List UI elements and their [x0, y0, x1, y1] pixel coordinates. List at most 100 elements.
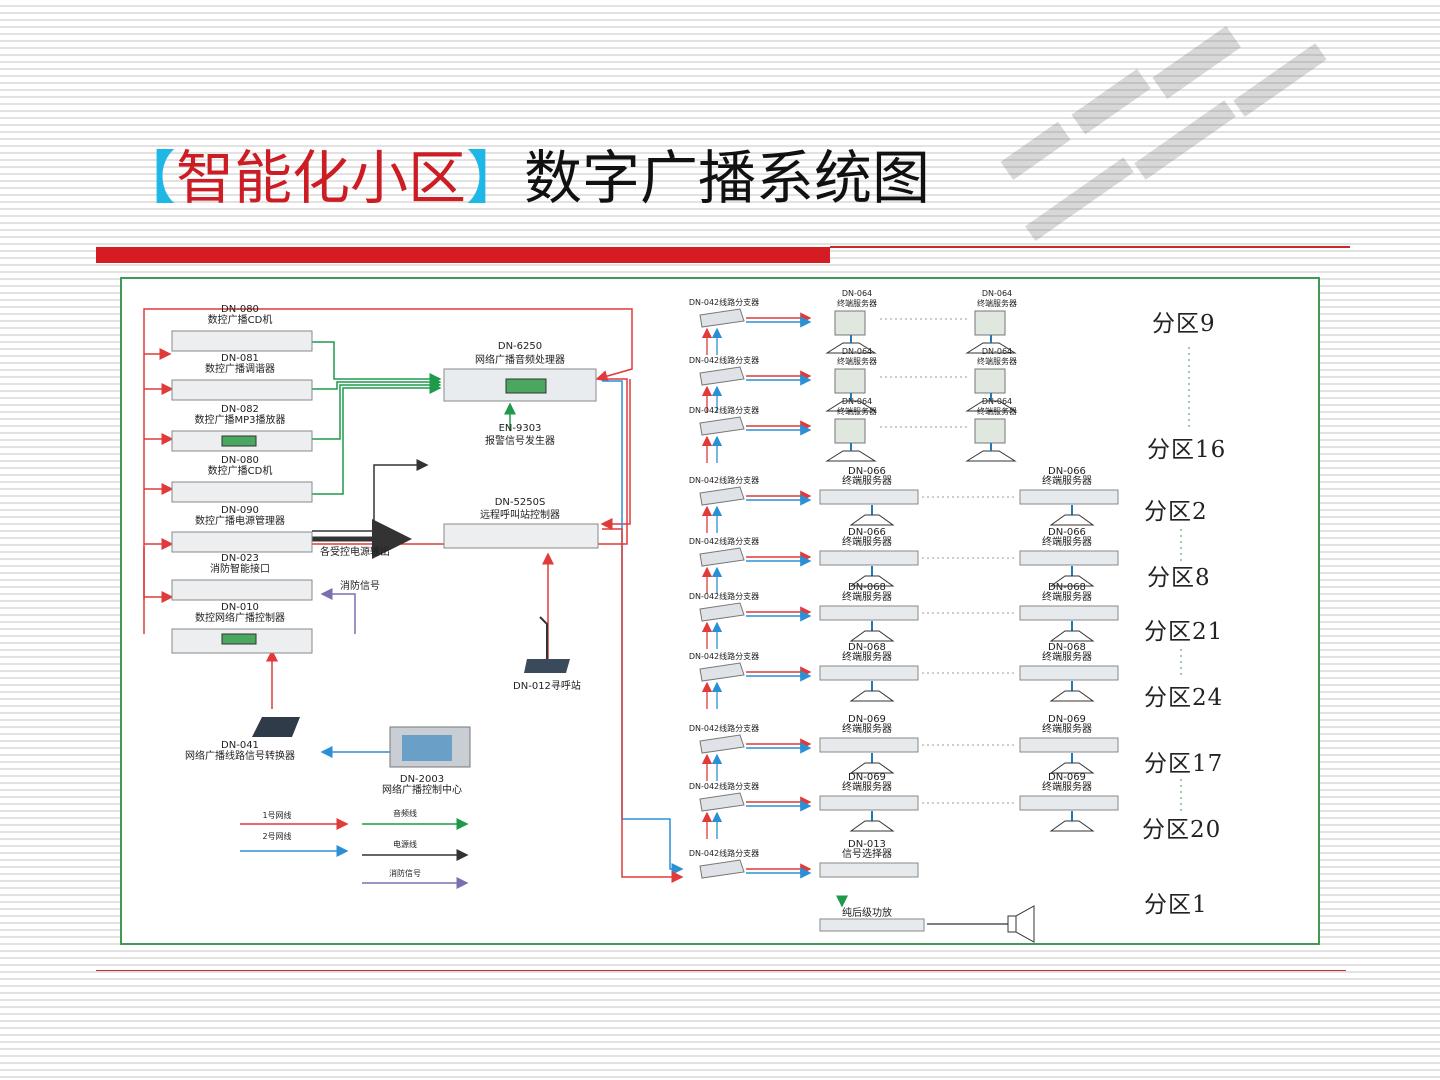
power-lines — [312, 459, 429, 559]
zone-label: 分区9 — [1152, 311, 1216, 337]
zone-label: 分区1 — [1144, 892, 1208, 918]
power-amplifier: 纯后级功放 — [819, 895, 1035, 943]
left-device-model: DN-081 — [221, 353, 259, 364]
legend-label: 2号网线 — [262, 831, 291, 841]
terminal-name: 终端服务器 — [977, 298, 1017, 308]
terminal-model: DN-069 — [1048, 714, 1086, 725]
legend-item: 1号网线 — [240, 810, 349, 830]
terminal-name: 终端服务器 — [837, 298, 877, 308]
terminal-name: 终端服务器 — [837, 406, 877, 416]
splitter-label: DN-042线路分支器 — [689, 781, 759, 791]
splitter-label: DN-042线路分支器 — [689, 591, 759, 601]
title-part1: 智能化小区 — [176, 144, 467, 212]
line-splitter: DN-042线路分支器 — [689, 405, 759, 436]
splitter-label: DN-042线路分支器 — [689, 651, 759, 661]
splitter-label: DN-042线路分支器 — [689, 848, 759, 858]
title-thin-line — [830, 246, 1350, 248]
splitter-label: DN-042线路分支器 — [689, 536, 759, 546]
left-device-name: 数控广播CD机 — [208, 313, 273, 326]
power-output-label: 各受控电源输出 — [320, 545, 390, 558]
title-bracket-close: 】 — [466, 144, 525, 212]
line-splitter: DN-042线路分支器 — [689, 297, 759, 328]
terminal-model: DN-064 — [982, 347, 1012, 356]
line-splitter: DN-042线路分支器 — [689, 848, 759, 879]
terminal-model: DN-064 — [982, 289, 1012, 298]
terminal-name: 终端服务器 — [842, 780, 892, 793]
paging-controller: DN-5250S 远程呼叫站控制器 — [443, 497, 599, 549]
left-device-model: DN-080 — [221, 304, 259, 315]
left-device-name: 消防智能接口 — [210, 562, 270, 575]
left-device-name: 数控广播调谐器 — [205, 362, 275, 375]
terminal-model: DN-066 — [1048, 466, 1086, 477]
legend-item: 电源线 — [362, 839, 469, 861]
paging-red-line — [602, 528, 684, 883]
line-splitter: DN-042线路分支器 — [689, 723, 759, 754]
left-device-model: DN-082 — [221, 404, 259, 415]
splitter-label: DN-042线路分支器 — [689, 475, 759, 485]
splitter-label: DN-042线路分支器 — [689, 723, 759, 733]
line-splitter: DN-042线路分支器 — [689, 651, 759, 682]
alarm-generator: EN-9303 报警信号发生器 — [485, 423, 555, 447]
terminal-name: 终端服务器 — [977, 406, 1017, 416]
line-splitter: DN-042线路分支器 — [689, 355, 759, 386]
terminal-model: DN-066 — [1048, 527, 1086, 538]
terminal-model: DN-066 — [848, 466, 886, 477]
zone-label: 分区8 — [1147, 565, 1211, 591]
legend-label: 消防信号 — [389, 868, 421, 878]
zone-label: 分区17 — [1144, 751, 1223, 777]
network-blue-lines — [320, 380, 684, 875]
terminal-name: 终端服务器 — [1042, 650, 1092, 663]
processor-device: DN-6250 网络广播音频处理器 — [443, 341, 597, 402]
title-red-bar — [96, 247, 830, 263]
terminal-name: 信号选择器 — [842, 847, 892, 860]
terminal-name: 终端服务器 — [1042, 474, 1092, 487]
left-device-name: 数控广播MP3播放器 — [194, 413, 285, 426]
amp-label: 纯后级功放 — [842, 906, 892, 919]
terminal-name: 终端服务器 — [1042, 722, 1092, 735]
left-device-model: DN-090 — [221, 505, 259, 516]
alarm-model: EN-9303 — [499, 423, 542, 434]
control-center-name: 网络广播控制中心 — [382, 783, 462, 796]
fire-signal-line — [320, 588, 356, 634]
terminal-model: DN-069 — [1048, 772, 1086, 783]
legend-label: 1号网线 — [262, 810, 291, 820]
terminal-model: DN-068 — [1048, 642, 1086, 653]
paging-ctrl-name: 远程呼叫站控制器 — [480, 508, 560, 521]
terminal-model: DN-064 — [982, 397, 1012, 406]
left-device-name: 数控网络广播控制器 — [195, 611, 285, 624]
left-red-bus — [143, 308, 633, 709]
left-device-name: 数控广播电源管理器 — [195, 514, 285, 527]
signal-converter: DN-041 网络广播线路信号转换器 — [185, 717, 300, 762]
terminal-model: DN-064 — [842, 289, 872, 298]
legend-label: 音频线 — [393, 808, 417, 818]
alarm-name: 报警信号发生器 — [485, 434, 555, 447]
converter-name: 网络广播线路信号转换器 — [185, 749, 295, 762]
terminal-model: DN-069 — [848, 772, 886, 783]
